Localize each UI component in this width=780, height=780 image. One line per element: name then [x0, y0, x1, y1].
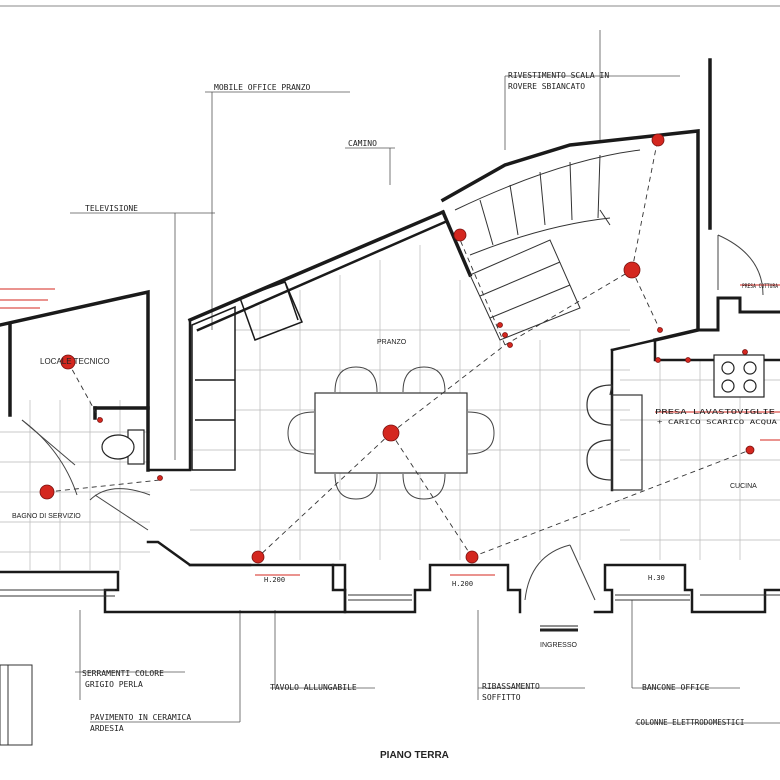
note-pavimento-2: ARDESIA [90, 724, 124, 733]
stove [713, 354, 765, 398]
red-notes [0, 284, 780, 576]
windows [0, 589, 780, 601]
room-label-locale-tecnico: LOCALE TECNICO [40, 357, 110, 366]
note-rivestimento-1: RIVESTIMENTO SCALA IN [508, 71, 609, 80]
walls [0, 58, 780, 614]
room-label-ingresso: INGRESSO [540, 642, 578, 649]
fixture-cucina [745, 445, 755, 455]
fixture-stair-top [651, 133, 665, 147]
note-rivestimento-2: ROVERE SBIANCATO [508, 82, 585, 91]
drawing-title: PIANO TERRA [380, 750, 449, 761]
fixture-locale-tecnico [60, 354, 76, 370]
note-tavolo: TAVOLO ALLUNGABILE [270, 683, 357, 692]
note-pavimento-1: PAVIMENTO IN CERAMICA [90, 713, 191, 722]
office-cabinet [191, 281, 303, 471]
note-serramenti-2: GRIGIO PERLA [85, 680, 143, 689]
door-swings [21, 234, 764, 601]
toilet [101, 429, 145, 465]
kitchen-counter [586, 384, 643, 491]
staircase [454, 149, 641, 341]
light-fixtures [39, 133, 755, 564]
note-camino: CAMINO [348, 139, 377, 148]
light-circuits [46, 137, 751, 558]
note-bancone: BANCONE OFFICE [642, 683, 710, 692]
height-h200-left: H.200 [264, 576, 285, 584]
note-colonne: COLONNE ELETTRODOMESTICI [636, 718, 744, 727]
ingresso-step [540, 625, 578, 632]
note-mobile-office: MOBILE OFFICE PRANZO [214, 83, 311, 92]
height-h30: H.30 [648, 574, 665, 582]
room-label-pranzo: PRANZO [377, 339, 407, 346]
room-label-cucina: CUCINA [730, 483, 757, 490]
left-edge-fixture [0, 664, 33, 746]
note-presa-lavastoviglie-2: + CARICO SCARICO ACQUA [657, 419, 778, 426]
note-ribassamento-1: RIBASSAMENTO [482, 682, 540, 691]
dining-chairs [287, 366, 495, 500]
fixture-wall-right [465, 550, 479, 564]
note-serramenti-1: SERRAMENTI COLORE [82, 669, 164, 678]
fixture-stair-mid [453, 228, 467, 242]
note-ribassamento-2: SOFFITTO [482, 693, 521, 702]
height-h200-right: H.200 [452, 580, 473, 588]
room-label-bagno: BAGNO DI SERVIZIO [12, 513, 81, 520]
fixture-bagno [39, 484, 55, 500]
leader-lines [70, 30, 780, 724]
fixture-wall-left [251, 550, 265, 564]
note-presa-lavastoviglie-1: PRESA LAVASTOVIGLIE [655, 408, 775, 416]
fixture-pranzo [382, 424, 400, 442]
fixture-landing [623, 261, 641, 279]
note-televisione: TELEVISIONE [85, 204, 138, 213]
note-presa-cottura: PRESA COTTURA [742, 283, 778, 290]
